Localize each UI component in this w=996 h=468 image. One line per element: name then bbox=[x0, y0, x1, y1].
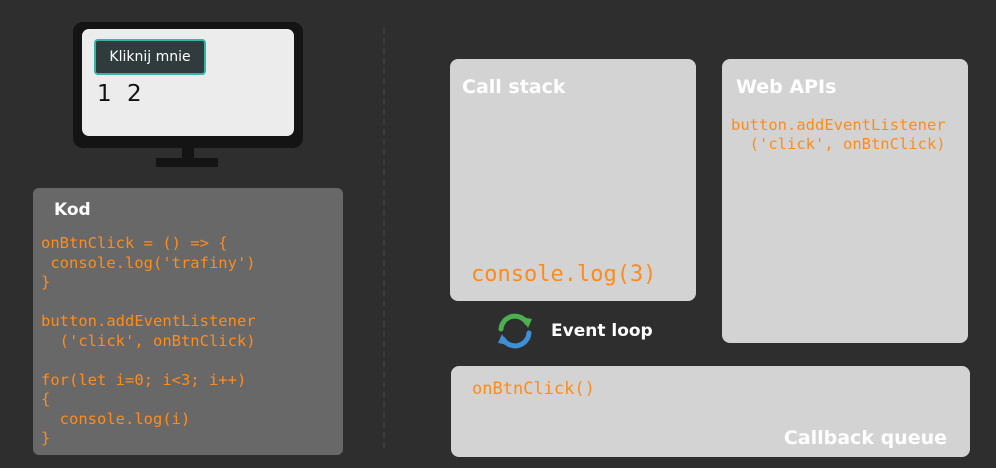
monitor-screen: Kliknij mnie 1 2 bbox=[82, 29, 294, 136]
call-stack-title: Call stack bbox=[462, 76, 566, 98]
refresh-cycle-icon bbox=[498, 313, 532, 349]
kliknij-mnie-button[interactable]: Kliknij mnie bbox=[94, 39, 206, 75]
web-api-item: button.addEventListener ('click', onBtnC… bbox=[731, 116, 946, 153]
web-apis-box: Web APIs button.addEventListener ('click… bbox=[722, 59, 968, 343]
code-panel-title: Kod bbox=[54, 200, 91, 220]
code-block: onBtnClick = () => { console.log('trafin… bbox=[41, 234, 256, 447]
call-stack-item: console.log(3) bbox=[471, 262, 657, 287]
callback-queue-item: onBtnClick() bbox=[472, 379, 595, 399]
event-loop-label: Event loop bbox=[551, 321, 653, 341]
web-apis-title: Web APIs bbox=[736, 76, 837, 98]
console-output: 1 2 bbox=[97, 81, 143, 107]
callback-queue-box: onBtnClick() Callback queue bbox=[451, 366, 970, 457]
section-divider bbox=[383, 28, 385, 448]
monitor: Kliknij mnie 1 2 bbox=[73, 22, 303, 148]
callback-queue-title: Callback queue bbox=[783, 427, 947, 449]
monitor-stand-neck bbox=[182, 148, 194, 158]
code-panel: Kod onBtnClick = () => { console.log('tr… bbox=[33, 188, 343, 455]
call-stack-box: Call stack console.log(3) bbox=[450, 59, 696, 301]
monitor-stand-base bbox=[156, 158, 218, 167]
